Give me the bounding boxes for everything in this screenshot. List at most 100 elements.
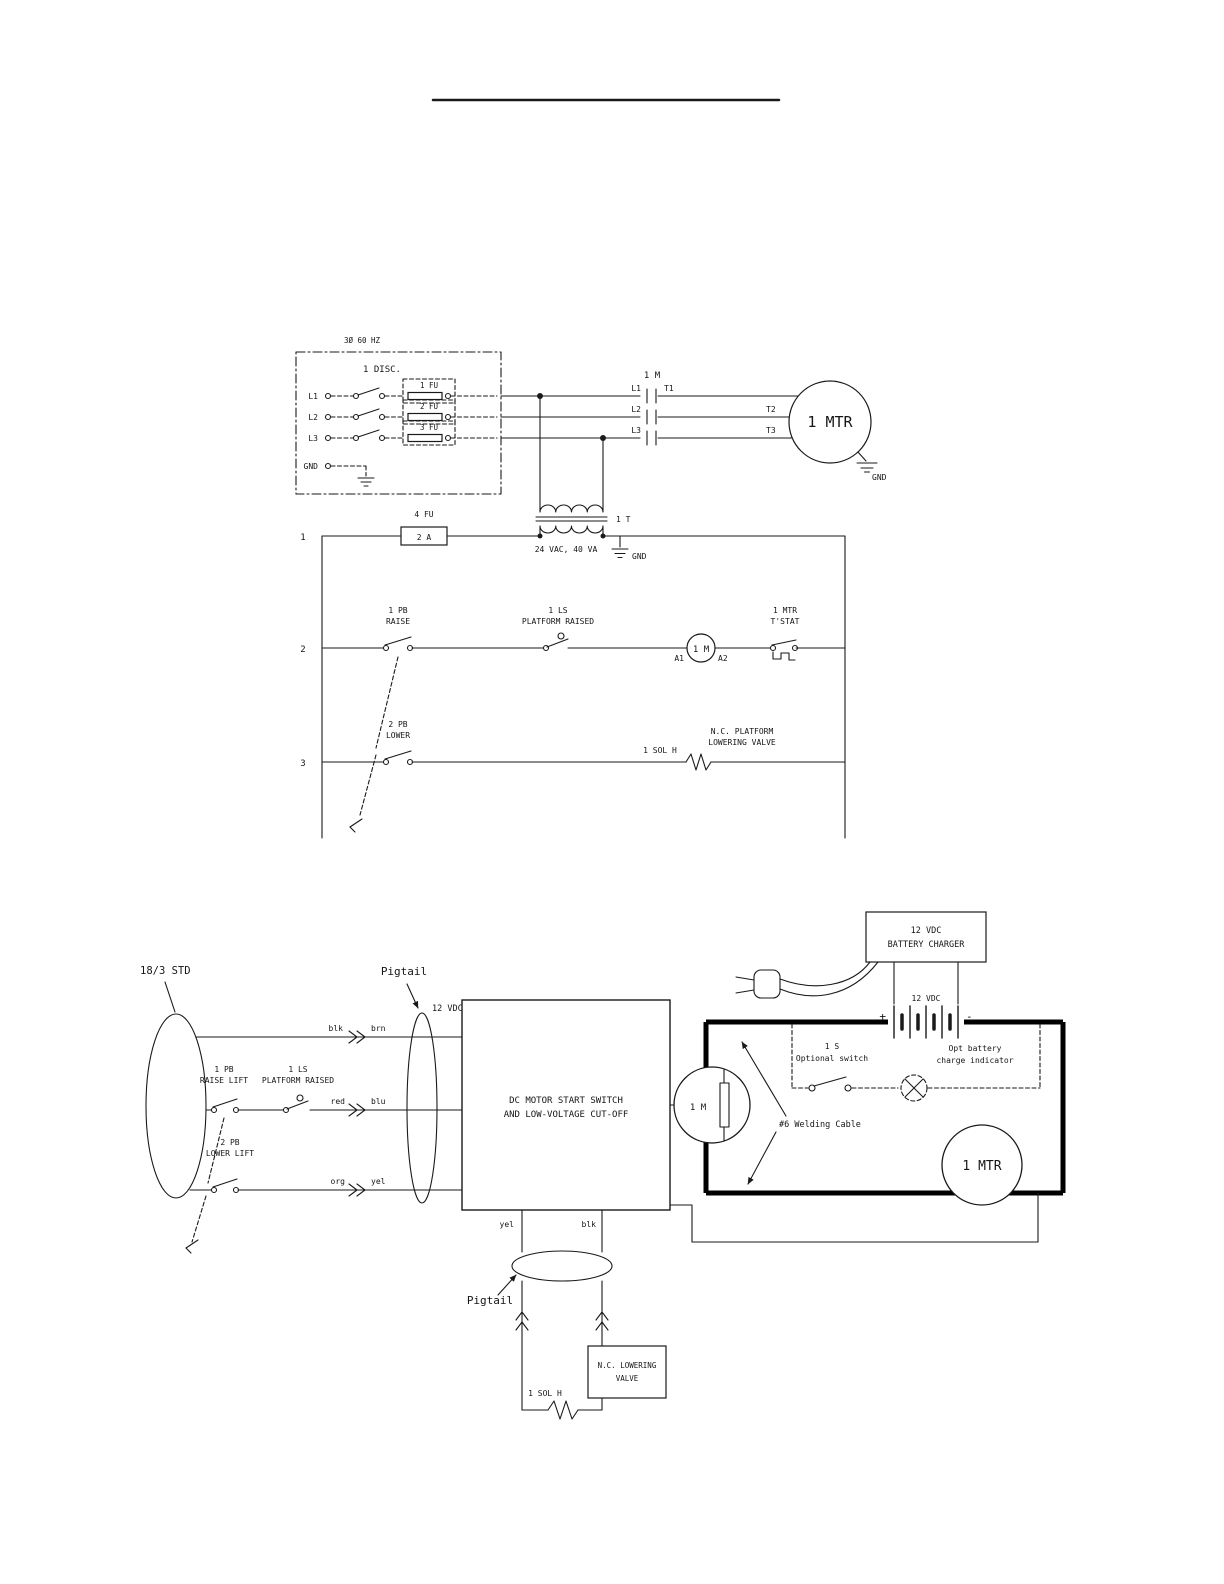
ac-diagram: 3Ø 60 HZ 1 DISC. L1 1 FU L1 T1 L2 2 FU L… [295,336,887,839]
ac-disconnect-enclosure: 3Ø 60 HZ 1 DISC. [295,336,502,495]
dc-battery-charger: 12 VDC BATTERY CHARGER [865,911,987,963]
dc-cable-label: 18/3 STD [140,965,191,977]
dc-box-line1: DC MOTOR START SWITCH [509,1096,623,1106]
dc-pb1-label2: RAISE LIFT [200,1076,248,1085]
ac-transformer: 1 T 24 VAC, 40 VA GND [535,393,647,561]
dc-cable-note: #6 Welding Cable [741,1041,861,1185]
ac-t2-label: T2 [766,405,776,414]
dc-w2b-label: blu [371,1097,386,1106]
dc-contactor: 1 M [669,1066,751,1144]
ac-phase-l3: L3 3 FU L3 T3 [308,420,794,446]
ac-out-l2-label: L2 [631,405,641,414]
dc-mechanical-link [185,1117,225,1254]
ac-rung1-number: 1 [300,533,305,543]
ac-xfmr-rating: 24 VAC, 40 VA [535,545,598,554]
dc-w3b-label: yel [371,1177,386,1186]
ac-t1-label: T1 [664,384,674,393]
dc-valve-label2: VALVE [616,1374,639,1383]
dc-ls1-label2: PLATFORM RAISED [262,1076,334,1085]
dc-cable-note-label: #6 Welding Cable [779,1120,861,1130]
dc-pigtail-top: Pigtail 12 VDC [381,965,463,1204]
dc-lower-circuit: yel blk Pigtail N.C. LOWERING VALVE 1 SO… [467,1209,667,1420]
ac-motor-label: 1 MTR [807,413,853,431]
dc-w1b-label: brn [371,1024,386,1033]
ac-rung2: 1 M A1 A2 1 PB RAISE 1 LS PLATFORM RAISE… [321,606,846,663]
ac-pb2-label2: LOWER [386,731,410,740]
dc-wire-red-blu: red blu 1 PB RAISE LIFT 1 LS PLATFORM RA… [200,1065,463,1117]
dc-pigtail-top-label: Pigtail [381,965,427,978]
ac-valve-label2: LOWERING VALVE [708,738,776,747]
dc-vdc-top-label: 12 VDC [432,1004,463,1014]
dc-diagram: 18/3 STD blk brn red blu 1 PB RAISE LIFT… [140,911,1066,1420]
ac-tstat-label2: T'STAT [771,617,800,626]
ac-rung2-number: 2 [300,645,305,655]
ac-mechanical-link [349,656,399,833]
dc-w3a-label: org [331,1177,346,1186]
ac-fuse4-rating: 2 A [417,533,432,542]
dc-battery-label: 12 VDC [912,994,941,1003]
ac-valve-label1: N.C. PLATFORM [711,727,774,736]
ac-contactor-label: 1 M [644,371,661,381]
ac-tstat-label1: 1 MTR [773,606,797,615]
ac-disconnect-label: 1 DISC. [363,365,401,375]
ac-in-l2-label: L2 [308,413,318,422]
ac-phase-l2: L2 2 FU L2 T2 [308,399,791,425]
dc-switch-label1: 1 S [825,1042,840,1051]
ac-t3-label: T3 [766,426,776,435]
ac-ground-row: GND [304,462,375,487]
ac-xfmr-label: 1 T [616,515,631,524]
ac-in-l3-label: L3 [308,434,318,443]
ac-pb1-label2: RAISE [386,617,410,626]
dc-indicator-label1: Opt battery [949,1044,1002,1053]
ac-coil-label: 1 M [693,645,710,655]
dc-pigtail-bottom-label: Pigtail [467,1294,513,1307]
ac-coil-a1: A1 [674,654,684,663]
ac-ladder-rails: 1 2 3 [300,533,846,839]
ac-rung1: 4 FU 2 A [321,510,846,546]
dc-wire-org-yel: org yel 2 PB LOWER LIFT [189,1138,463,1197]
dc-control-box: DC MOTOR START SWITCH AND LOW-VOLTAGE CU… [461,999,671,1211]
ac-out-l3-label: L3 [631,426,641,435]
dc-pb2-label2: LOWER LIFT [206,1149,254,1158]
dc-supply-cable: 18/3 STD [140,965,207,1199]
ac-rung3: 2 PB LOWER 1 SOL H N.C. PLATFORM LOWERIN… [321,720,846,771]
ac-pb1-label1: 1 PB [388,606,407,615]
dc-charger-line1: 12 VDC [911,926,942,936]
ac-fuse2-label: 2 FU [420,402,438,411]
ac-motor-gnd-label: GND [872,473,887,482]
dc-contactor-label: 1 M [690,1103,707,1113]
dc-optional-circuit: 1 S Optional switch Opt battery charge i… [791,1023,1041,1102]
ac-supply-note: 3Ø 60 HZ [344,336,381,345]
ac-coil-a2: A2 [718,654,728,663]
ac-sol-label: 1 SOL H [643,746,677,755]
ac-rung3-number: 3 [300,759,305,769]
dc-plug [735,961,879,999]
dc-ls1-label1: 1 LS [288,1065,307,1074]
ac-in-gnd-label: GND [304,462,319,471]
dc-welding-cable-loop [703,1019,1066,1196]
ac-fuse3-label: 3 FU [420,423,438,432]
dc-pb2-label1: 2 PB [220,1138,239,1147]
dc-valve-label1: N.C. LOWERING [598,1361,657,1370]
dc-box-line2: AND LOW-VOLTAGE CUT-OFF [504,1110,629,1120]
ac-fuse4-label: 4 FU [414,510,433,519]
dc-wire-blk-brn: blk brn [195,1024,463,1044]
dc-battery-minus: - [966,1010,973,1023]
dc-battery: + - 12 VDC [879,961,973,1040]
ac-out-l1-label: L1 [631,384,641,393]
ac-ls1-label1: 1 LS [548,606,567,615]
dc-w2a-label: red [331,1097,346,1106]
ac-pb2-label1: 2 PB [388,720,407,729]
dc-motor-label: 1 MTR [962,1159,1001,1174]
ac-xfmr-gnd-label: GND [632,552,647,561]
ac-in-l1-label: L1 [308,392,318,401]
ac-phase-l1: L1 1 FU L1 T1 [308,378,799,404]
dc-motor-return-wire [669,1192,1039,1243]
ac-fuse1-label: 1 FU [420,381,438,390]
dc-switch-label2: Optional switch [796,1054,868,1063]
dc-wy-label: yel [500,1220,515,1229]
dc-motor: 1 MTR [941,1124,1023,1206]
ac-ls1-label2: PLATFORM RAISED [522,617,594,626]
dc-sol-label: 1 SOL H [528,1389,562,1398]
